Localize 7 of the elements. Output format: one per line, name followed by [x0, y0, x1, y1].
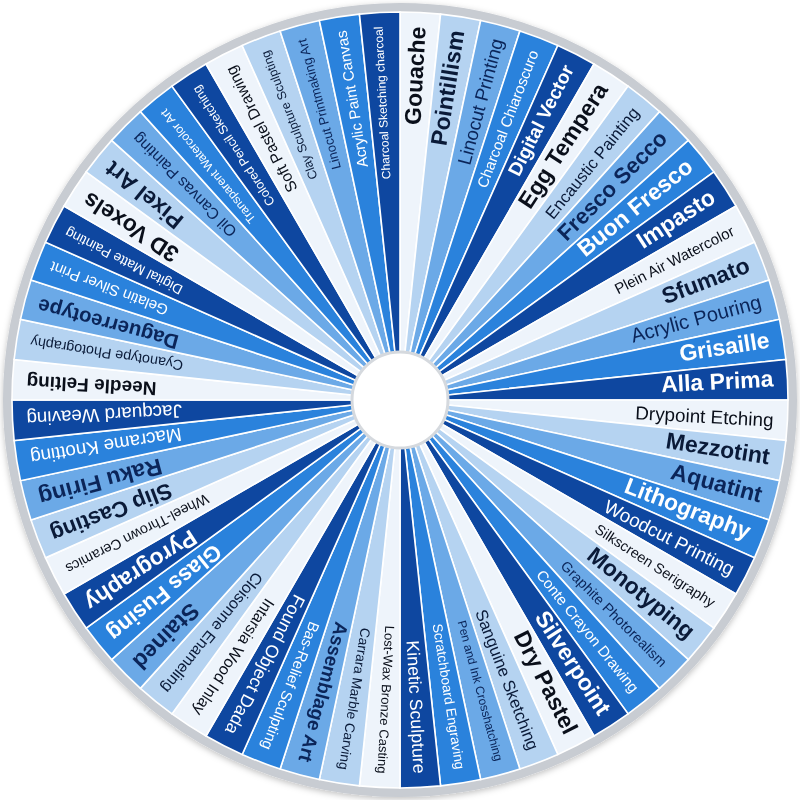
segment-label: Drypoint Etching [634, 401, 775, 431]
segment-label: Needle Felting [25, 369, 157, 399]
segment-label: Alla Prima [660, 368, 775, 399]
segment-label: Kinetic Sculpture [402, 639, 430, 774]
wheel-segment [446, 358, 789, 401]
segment-label: Gouache [402, 25, 432, 126]
segment-label: Jacquard Weaving [25, 400, 183, 431]
